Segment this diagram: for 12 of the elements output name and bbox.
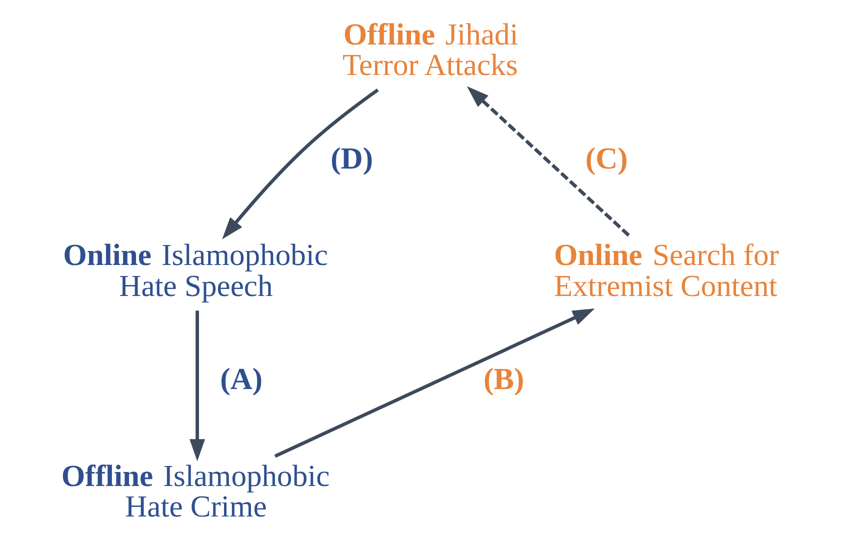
edge-label: (B) [482, 362, 524, 396]
arrow [466, 86, 630, 237]
node-text: Online Search for Extremist Content [553, 238, 778, 303]
arrow [274, 308, 594, 458]
edge-label: (C) [584, 141, 628, 176]
arrow [189, 310, 205, 462]
edge-label: (A) [220, 362, 262, 396]
node-text: Online Islamophobic Hate Speech [62, 238, 328, 303]
arrow [222, 88, 378, 240]
node-text: Offline Islamophobic Hate Crime [60, 459, 330, 524]
node-text: Offline Jihadi Terror Attacks [342, 17, 518, 82]
edge-label: (D) [330, 141, 373, 176]
